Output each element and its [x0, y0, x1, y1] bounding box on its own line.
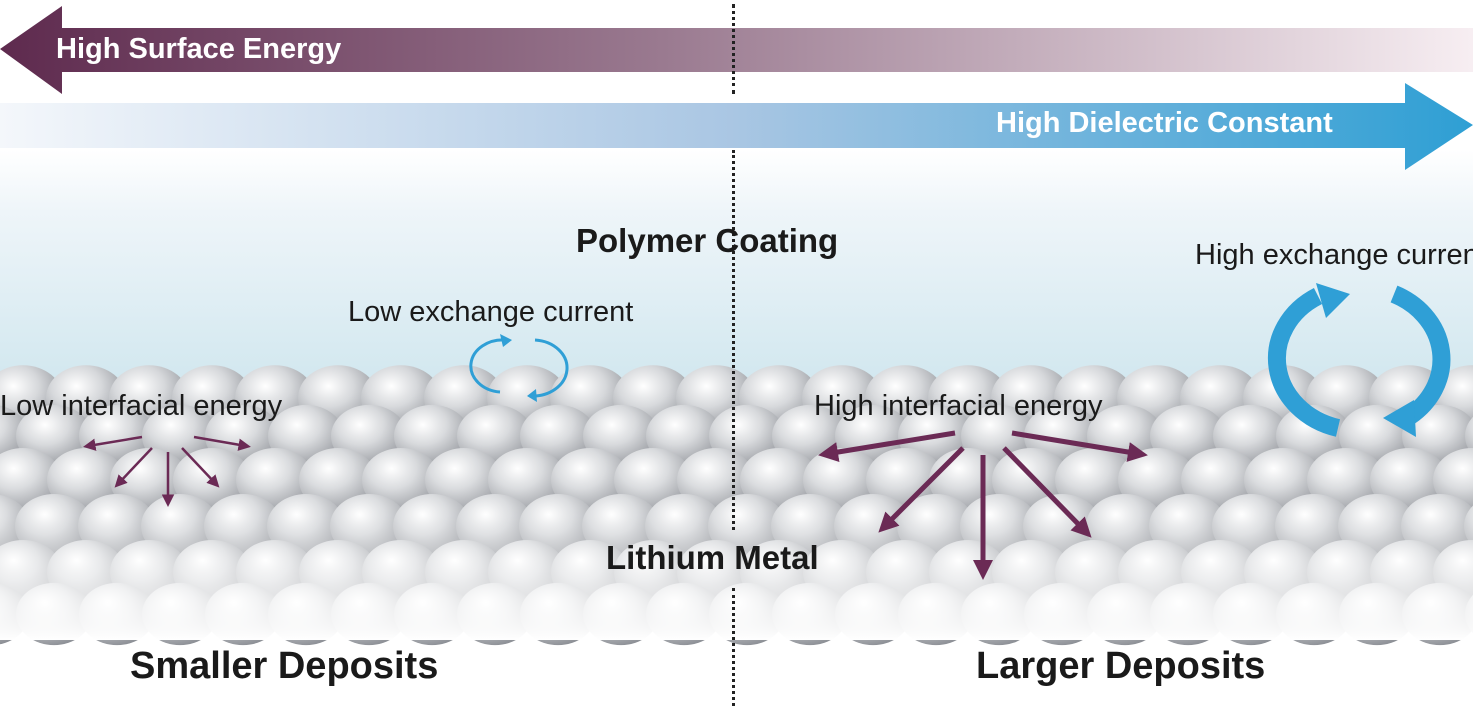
high-exchange-clip: High exchange current [1195, 235, 1473, 280]
high-interfacial-force-arrows [818, 430, 1148, 580]
low-exchange-cycle-icon [469, 334, 569, 402]
low-interfacial-energy-label: Low interfacial energy [0, 390, 283, 422]
lithium-metal-label: Lithium Metal [606, 539, 819, 576]
low-exchange-current-label: Low exchange current [348, 296, 634, 328]
divider-middle [732, 150, 735, 530]
surface-energy-label: High Surface Energy [56, 33, 342, 65]
high-exchange-current-label: High exchange current [1195, 239, 1473, 271]
larger-deposits-label: Larger Deposits [976, 645, 1266, 687]
high-exchange-cycle-icon [1268, 283, 1451, 437]
dielectric-arrow [0, 83, 1473, 170]
low-interfacial-force-arrows [83, 435, 251, 507]
polymer-coating-label: Polymer Coating [576, 222, 839, 259]
metal-fade [0, 380, 1473, 640]
dielectric-constant-label: High Dielectric Constant [996, 107, 1333, 139]
divider-bottom [732, 588, 735, 706]
divider-top [732, 4, 735, 94]
surface-energy-arrow [0, 6, 1473, 94]
high-interfacial-energy-label: High interfacial energy [814, 390, 1103, 422]
polymer-coating-region [0, 150, 1473, 400]
smaller-deposits-label: Smaller Deposits [130, 645, 439, 687]
